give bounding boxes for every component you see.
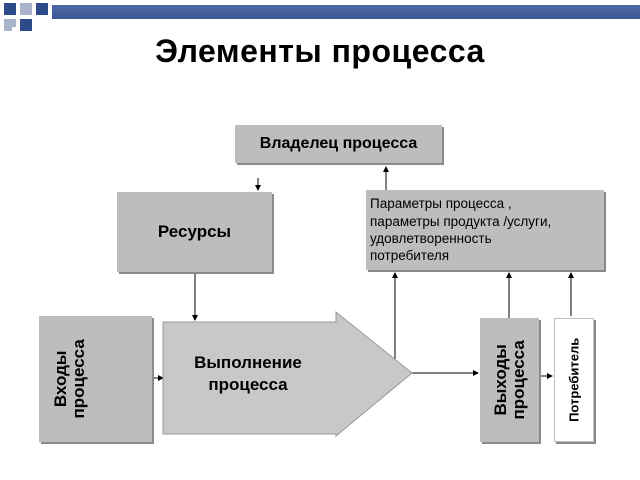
outputs-label: Выходы процесса: [490, 340, 528, 420]
parameters-label: Параметры процесса , параметры продукта …: [370, 196, 552, 264]
decor-square-5: [20, 19, 32, 31]
execution-arrow-shape: [162, 310, 413, 438]
parameters-box: Параметры процесса , параметры продукта …: [366, 190, 604, 270]
inputs-box-text: Входы процесса: [39, 316, 101, 442]
owner-label: Владелец процесса: [259, 135, 418, 152]
decor-square-3: [36, 3, 48, 15]
inputs-box: [39, 316, 152, 442]
resources-label: Ресурсы: [157, 222, 232, 241]
consumer-box: Потребитель: [554, 318, 594, 442]
owner-box: Владелец процесса: [235, 125, 442, 163]
decor-square-6: [12, 27, 20, 35]
execution-label-wrap: Выполнение процесса: [168, 352, 328, 396]
outputs-box: Выходы процесса: [480, 318, 539, 442]
page-title: Элементы процесса: [155, 33, 485, 69]
execution-label: Выполнение процесса: [194, 353, 302, 395]
inputs-label: Входы процесса: [51, 339, 89, 419]
decor-square-1: [4, 3, 16, 15]
decor-square-2: [20, 3, 32, 15]
decor-bar: [52, 5, 640, 19]
consumer-label: Потребитель: [566, 337, 582, 423]
resources-box: Ресурсы: [117, 192, 272, 272]
